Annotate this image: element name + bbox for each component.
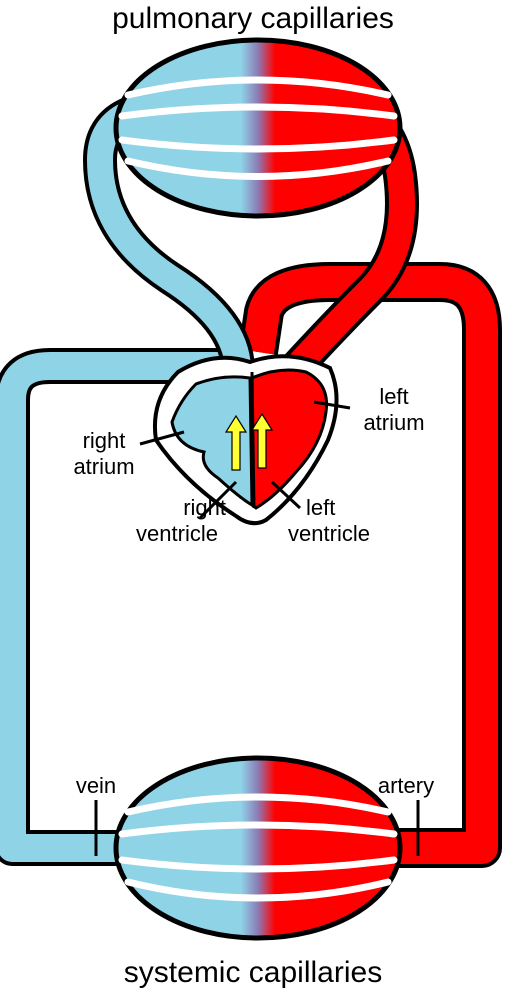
left-atrium-leader (313, 400, 351, 410)
right-ventricle-arrow (224, 414, 248, 471)
left-ventricle-label-line2: ventricle (288, 521, 370, 546)
artery-label: artery (377, 773, 435, 798)
right-ventricle-label-line1: right (183, 495, 226, 520)
heart-left-side (250, 368, 329, 510)
pulmonary-capillary-bed (113, 37, 403, 219)
right-atrium-label-line2: atrium (73, 454, 135, 479)
right-atrium-label: right atrium (64, 428, 144, 480)
systemic-capillary-bed (113, 755, 403, 941)
right-atrium-label-line1: right (82, 428, 126, 453)
left-ventricle-label: left ventricle (274, 495, 384, 547)
right-ventricle-label-line2: ventricle (136, 521, 218, 546)
left-atrium-label: left atrium (354, 384, 434, 436)
left-atrium-label-line2: atrium (363, 410, 425, 435)
flow-arrows (224, 412, 274, 471)
left-ventricle-leader (270, 480, 302, 510)
pulmonary-capillaries-title: pulmonary capillaries (112, 2, 394, 35)
right-ventricle-leader (198, 480, 238, 520)
left-ventricle-arrow (250, 412, 274, 469)
right-ventricle-label: right ventricle (122, 495, 232, 547)
left-atrium-label-line1: left (379, 384, 409, 409)
vein-label: vein (75, 773, 117, 798)
left-ventricle-label-line1: left (306, 495, 336, 520)
heart-right-side (170, 375, 254, 508)
systemic-capillaries-title: systemic capillaries (123, 956, 383, 989)
right-atrium-leader (139, 430, 185, 446)
heart-septum (250, 371, 256, 509)
